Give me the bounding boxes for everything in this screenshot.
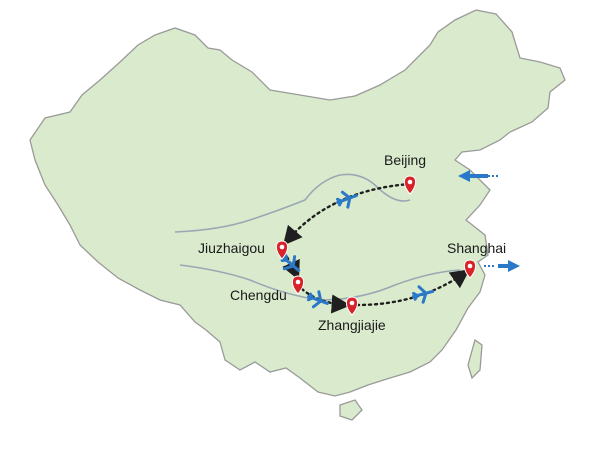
island-taiwan: [467, 338, 483, 380]
route-chengdu-zhangjiajie: [300, 287, 351, 314]
airplane-icon: [307, 290, 329, 309]
airplane-icon: [336, 190, 358, 209]
city-label-jiuzhaigou: Jiuzhaigou: [198, 240, 265, 256]
city-label-beijing: Beijing: [384, 152, 426, 168]
arrival-arrow-icon: [458, 170, 498, 182]
airplane-icon: [280, 254, 301, 272]
yellow-river: [174, 173, 411, 233]
departure-arrow-icon: [484, 260, 520, 272]
city-label-chengdu: Chengdu: [230, 287, 287, 303]
map-pin-icon: [345, 296, 359, 316]
map-pin-icon: [275, 240, 289, 260]
map-pin-icon: [403, 175, 417, 195]
map-pin-icon: [291, 275, 305, 295]
island-hainan: [339, 399, 363, 421]
city-label-zhangjiajie: Zhangjiajie: [318, 317, 386, 333]
city-label-shanghai: Shanghai: [447, 240, 506, 256]
map-pin-icon: [463, 259, 477, 279]
airplane-icon: [411, 285, 435, 304]
